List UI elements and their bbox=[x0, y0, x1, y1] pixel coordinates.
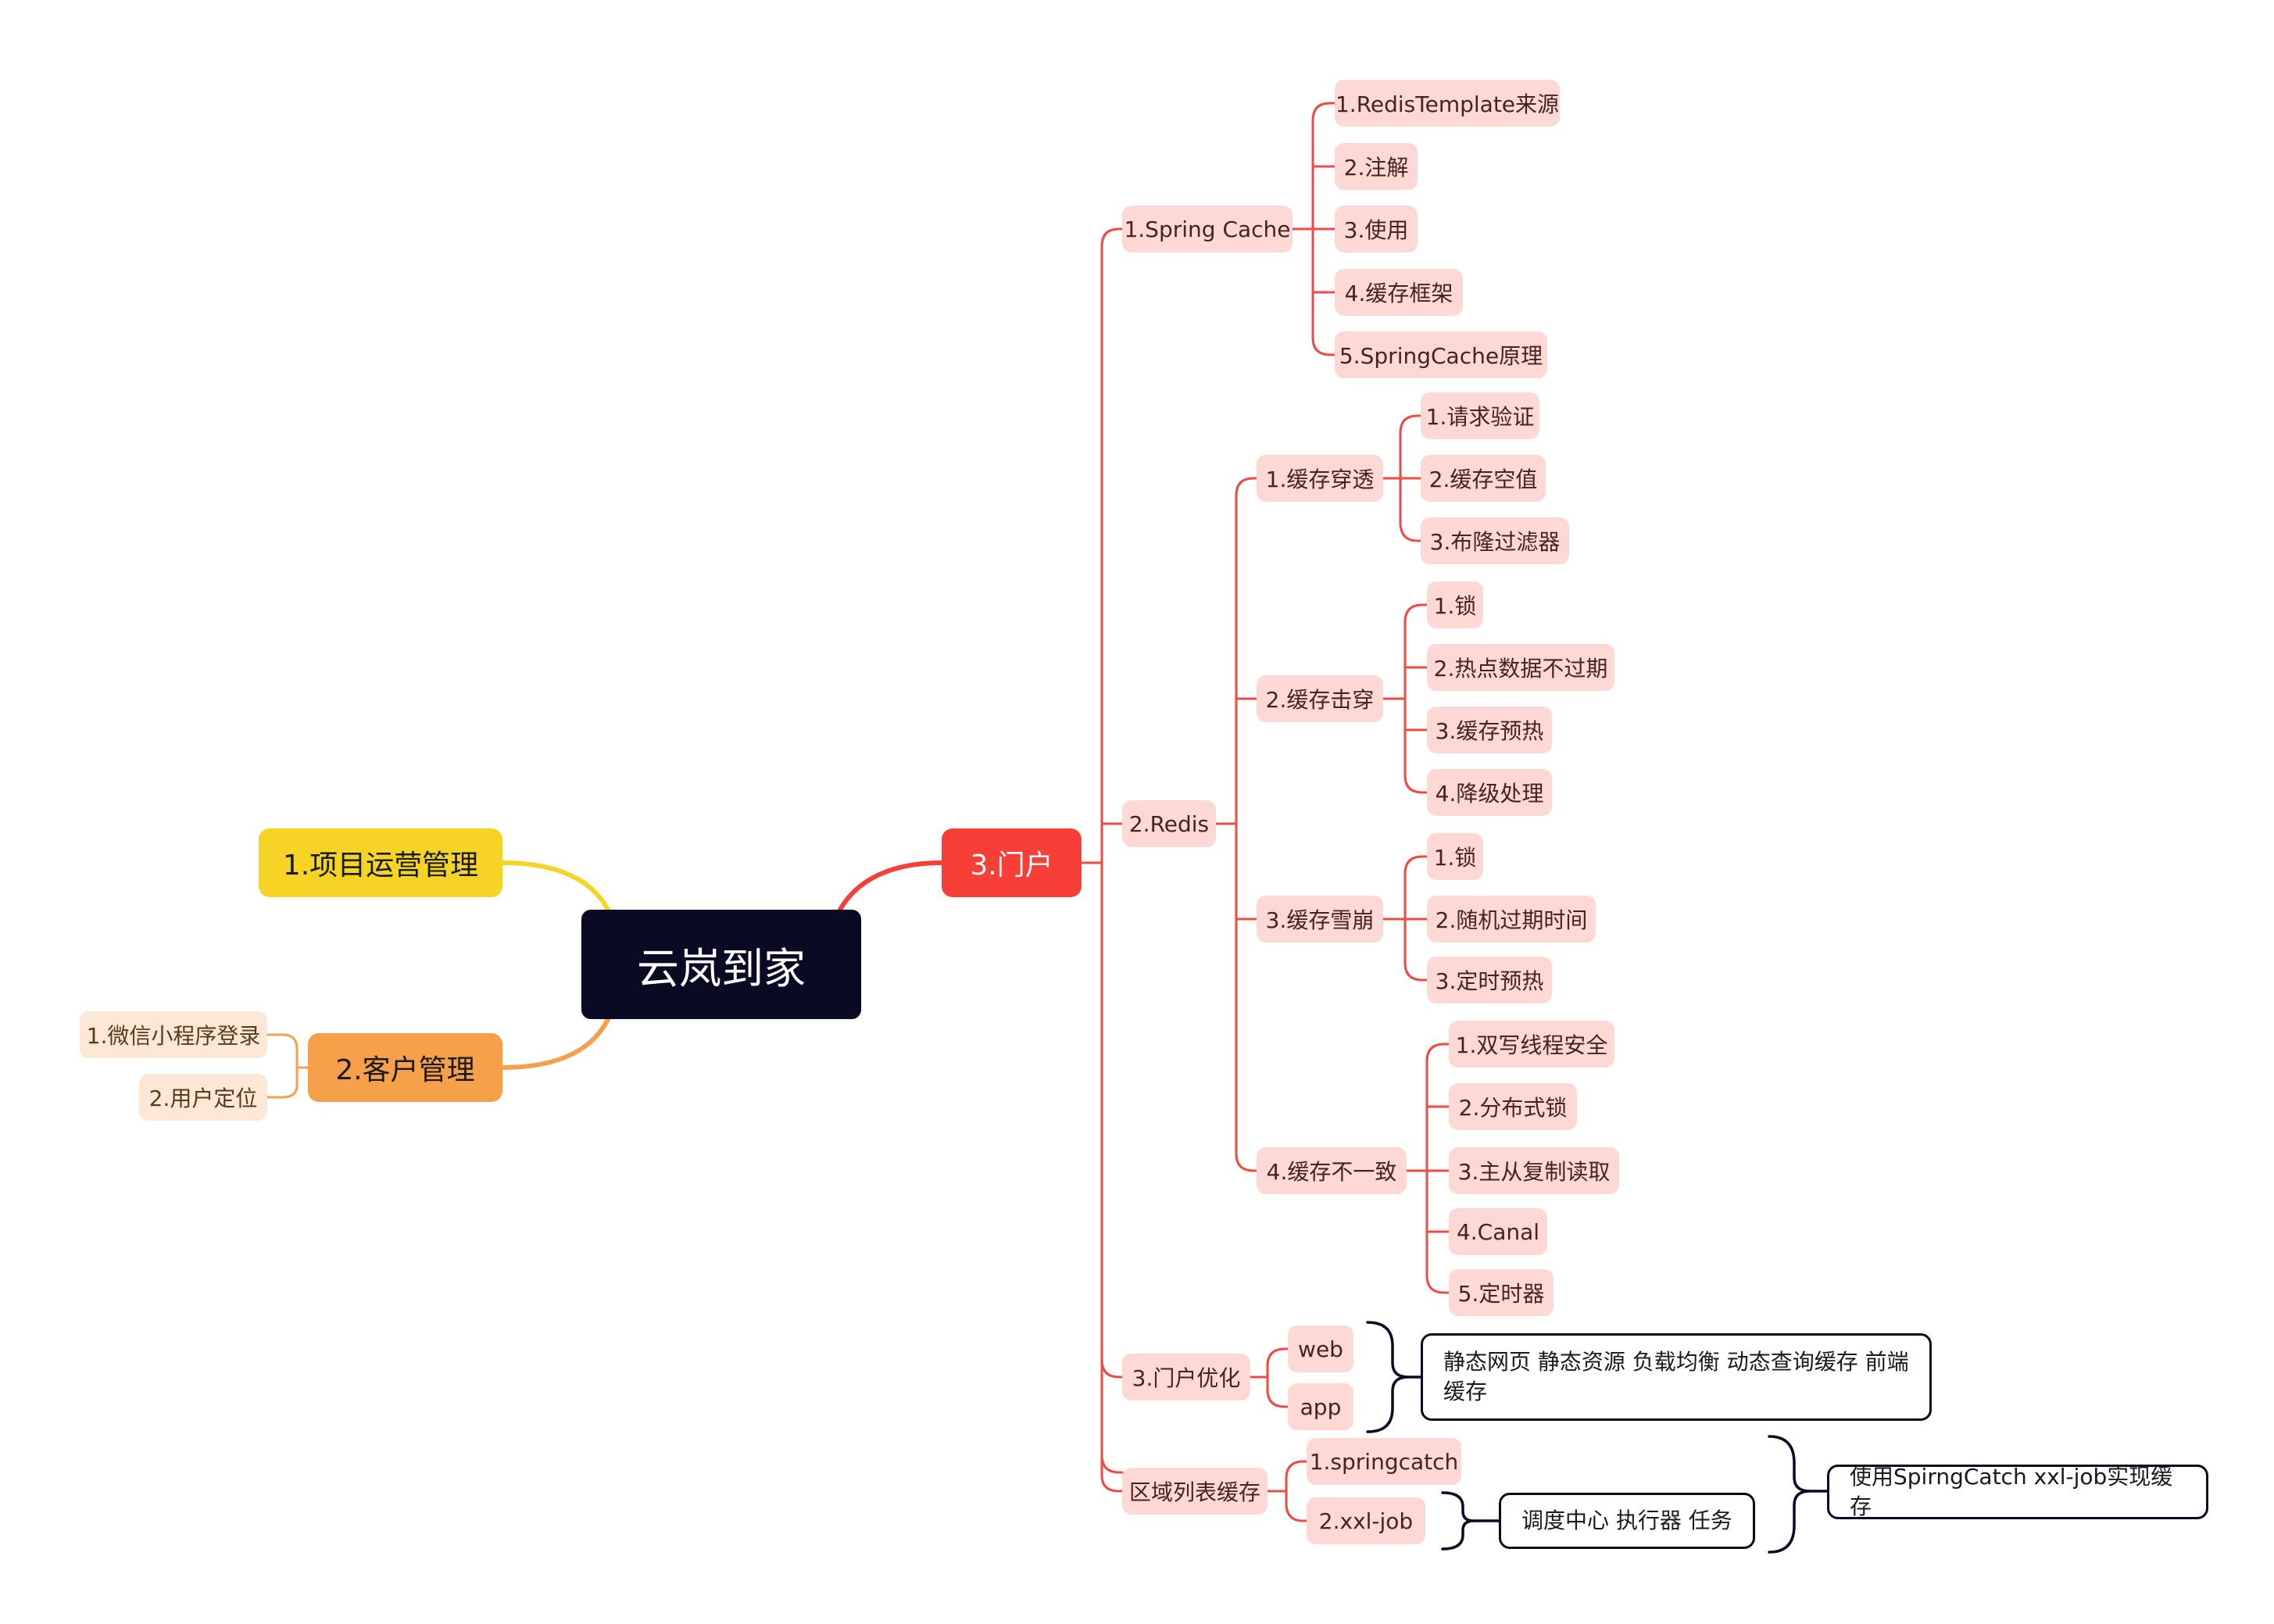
leaf-label: 5.定时器 bbox=[1457, 1281, 1545, 1307]
leaf-label: 3.布隆过滤器 bbox=[1429, 529, 1561, 555]
leaf-label: 2.xxl-job bbox=[1318, 1508, 1414, 1534]
leaf-label: 4.缓存框架 bbox=[1344, 281, 1453, 306]
leaf-distributed-lock[interactable]: 2.分布式锁 bbox=[1449, 1083, 1577, 1130]
leaf-label: 2.热点数据不过期 bbox=[1433, 656, 1608, 681]
leaf-label: 4.降级处理 bbox=[1435, 781, 1544, 807]
leaf-label: 3.使用 bbox=[1343, 217, 1409, 243]
leaf-label: app bbox=[1300, 1393, 1342, 1420]
subtopic-region-list-cache[interactable]: 区域列表缓存 bbox=[1122, 1468, 1268, 1515]
topic-project-operations[interactable]: 1.项目运营管理 bbox=[259, 828, 502, 897]
leaf-lock[interactable]: 1.锁 bbox=[1427, 581, 1483, 628]
root-topic-label: 云岚到家 bbox=[637, 943, 806, 993]
subtopic-wechat-login[interactable]: 1.微信小程序登录 bbox=[80, 1011, 267, 1058]
topic-label: 2.客户管理 bbox=[335, 1054, 475, 1086]
leaf-label: 5.SpringCache原理 bbox=[1339, 343, 1543, 369]
subtopic-label: 区域列表缓存 bbox=[1129, 1479, 1261, 1505]
subtopic-cache-penetration[interactable]: 1.缓存穿透 bbox=[1257, 455, 1383, 502]
leaf-label: 3.主从复制读取 bbox=[1457, 1159, 1611, 1185]
subtopic-label: 2.用户定位 bbox=[148, 1086, 258, 1111]
summary-xxl-job[interactable]: 调度中心 执行器 任务 bbox=[1499, 1493, 1755, 1549]
leaf-label: 3.缓存预热 bbox=[1435, 718, 1544, 744]
summary-portal-optimization[interactable]: 静态网页 静态资源 负载均衡 动态查询缓存 前端缓存 bbox=[1421, 1333, 1932, 1421]
leaf-springcache-principle[interactable]: 5.SpringCache原理 bbox=[1335, 331, 1547, 378]
topic-customer-management[interactable]: 2.客户管理 bbox=[308, 1033, 502, 1102]
subtopic-label: 2.Redis bbox=[1128, 810, 1210, 837]
leaf-label: 2.缓存空值 bbox=[1428, 467, 1538, 492]
subtopic-label: 1.微信小程序登录 bbox=[86, 1023, 261, 1049]
leaf-label: 1.锁 bbox=[1433, 845, 1477, 871]
leaf-label: 1.锁 bbox=[1433, 593, 1477, 619]
leaf-canal[interactable]: 4.Canal bbox=[1449, 1208, 1547, 1255]
leaf-app[interactable]: app bbox=[1288, 1383, 1353, 1430]
summary-region-list-cache[interactable]: 使用SpirngCatch xxl-job实现缓存 bbox=[1827, 1464, 2208, 1519]
link-root-project bbox=[500, 860, 610, 912]
topic-label: 3.门户 bbox=[970, 850, 1053, 882]
leaf-label: 1.请求验证 bbox=[1425, 404, 1535, 430]
subtopic-cache-avalanche[interactable]: 3.缓存雪崩 bbox=[1257, 896, 1383, 943]
subtopic-label: 1.Spring Cache bbox=[1124, 216, 1291, 242]
brace-region-cache bbox=[1768, 1435, 1811, 1554]
leaf-random-expire-time[interactable]: 2.随机过期时间 bbox=[1427, 896, 1596, 943]
subtopic-spring-cache[interactable]: 1.Spring Cache bbox=[1122, 206, 1293, 252]
root-topic[interactable]: 云岚到家 bbox=[581, 910, 861, 1019]
leaf-annotation[interactable]: 2.注解 bbox=[1335, 143, 1418, 190]
leaf-master-slave-read[interactable]: 3.主从复制读取 bbox=[1449, 1147, 1619, 1194]
brace-xxl-job bbox=[1441, 1491, 1475, 1551]
leaf-label: 4.Canal bbox=[1456, 1218, 1540, 1245]
leaf-springcatch[interactable]: 1.springcatch bbox=[1307, 1438, 1461, 1485]
leaf-scheduled-warmup[interactable]: 3.定时预热 bbox=[1427, 957, 1552, 1003]
topic-portal[interactable]: 3.门户 bbox=[942, 828, 1082, 897]
topic-label: 1.项目运营管理 bbox=[282, 850, 479, 882]
subtopic-cache-breakdown[interactable]: 2.缓存击穿 bbox=[1257, 675, 1383, 722]
leaf-cache-warmup[interactable]: 3.缓存预热 bbox=[1427, 706, 1552, 753]
leaf-cache-framework[interactable]: 4.缓存框架 bbox=[1335, 269, 1463, 316]
leaf-web[interactable]: web bbox=[1288, 1325, 1353, 1372]
leaf-lock[interactable]: 1.锁 bbox=[1427, 833, 1483, 880]
subtopic-label: 3.门户优化 bbox=[1132, 1365, 1241, 1391]
leaf-redistemplate-source[interactable]: 1.RedisTemplate来源 bbox=[1335, 80, 1560, 127]
leaf-usage[interactable]: 3.使用 bbox=[1335, 206, 1418, 252]
leaf-bloom-filter[interactable]: 3.布隆过滤器 bbox=[1421, 517, 1569, 564]
leaf-double-write-thread-safety[interactable]: 1.双写线程安全 bbox=[1449, 1021, 1614, 1068]
leaf-xxl-job[interactable]: 2.xxl-job bbox=[1307, 1497, 1425, 1544]
subtopic-cache-inconsistency[interactable]: 4.缓存不一致 bbox=[1257, 1147, 1407, 1194]
subtopic-portal-optimization[interactable]: 3.门户优化 bbox=[1122, 1354, 1250, 1400]
subtopic-user-location[interactable]: 2.用户定位 bbox=[139, 1074, 267, 1121]
link-root-customer bbox=[500, 1017, 610, 1070]
subtopic-label: 1.缓存穿透 bbox=[1265, 467, 1375, 492]
leaf-label: 2.分布式锁 bbox=[1458, 1095, 1568, 1121]
leaf-label: web bbox=[1298, 1336, 1343, 1362]
link-root-portal bbox=[838, 860, 944, 912]
leaf-degrade-handling[interactable]: 4.降级处理 bbox=[1427, 769, 1552, 816]
subtopic-label: 3.缓存雪崩 bbox=[1265, 907, 1375, 933]
leaf-label: 2.注解 bbox=[1343, 155, 1409, 181]
leaf-label: 2.随机过期时间 bbox=[1435, 907, 1588, 933]
leaf-request-validation[interactable]: 1.请求验证 bbox=[1421, 392, 1539, 439]
leaf-hot-data-no-expire[interactable]: 2.热点数据不过期 bbox=[1427, 644, 1614, 691]
leaf-label: 3.定时预热 bbox=[1435, 968, 1544, 994]
leaf-label: 1.springcatch bbox=[1309, 1448, 1459, 1475]
subtopic-label: 4.缓存不一致 bbox=[1266, 1159, 1397, 1185]
summary-label: 调度中心 执行器 任务 bbox=[1521, 1508, 1732, 1533]
leaf-label: 1.双写线程安全 bbox=[1455, 1032, 1608, 1058]
subtopic-redis[interactable]: 2.Redis bbox=[1122, 800, 1216, 847]
brace-optimization bbox=[1366, 1321, 1409, 1433]
leaf-timer[interactable]: 5.定时器 bbox=[1449, 1269, 1554, 1316]
leaf-cache-null-value[interactable]: 2.缓存空值 bbox=[1421, 455, 1546, 502]
subtopic-label: 2.缓存击穿 bbox=[1265, 687, 1375, 713]
summary-label: 使用SpirngCatch xxl-job实现缓存 bbox=[1850, 1464, 2173, 1519]
leaf-label: 1.RedisTemplate来源 bbox=[1335, 91, 1560, 117]
summary-label: 静态网页 静态资源 负载均衡 动态查询缓存 前端缓存 bbox=[1443, 1349, 1909, 1404]
